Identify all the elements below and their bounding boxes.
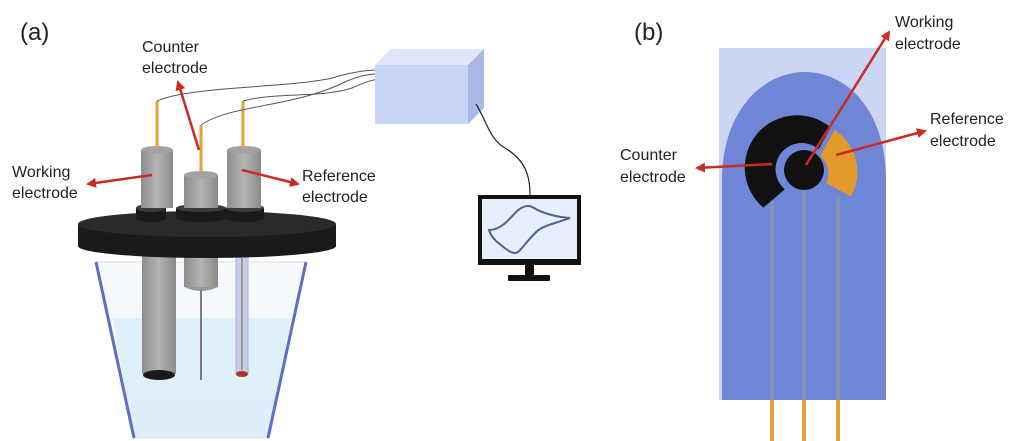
counter-electrode-body — [184, 254, 218, 380]
counter-arrow-b — [695, 162, 773, 173]
monitor-cable — [475, 103, 531, 196]
working-arrow-a — [86, 173, 153, 188]
panel-b: (b) Working electrode Reference — [620, 14, 1008, 441]
panel-a: (a) — [12, 19, 581, 439]
reference-electrode-tube — [235, 253, 249, 377]
reference-electrode-label-a: Reference electrode — [302, 168, 380, 206]
connection-wires — [156, 69, 381, 126]
reference-arrow-b — [835, 128, 927, 157]
working-electrode-label-a: Working electrode — [12, 164, 78, 202]
working-electrode-rod — [142, 254, 176, 380]
electrode-leads — [155, 101, 245, 172]
conductive-tracks — [770, 190, 840, 400]
counter-arrow-a — [175, 80, 201, 151]
panel-b-label: (b) — [634, 19, 663, 46]
reference-electrode-label-b: Reference electrode — [930, 111, 1008, 150]
counter-electrode-arc — [744, 115, 831, 208]
counter-electrode-label-b: Counter electrode — [620, 147, 686, 186]
monitor — [478, 195, 581, 281]
potentiostat-box — [375, 49, 484, 124]
reference-electrode-body — [227, 146, 261, 208]
reference-electrode-segment — [820, 129, 858, 197]
cyclic-voltammogram-curve — [487, 204, 571, 254]
connector-pins — [770, 400, 840, 441]
working-electrode-label-b: Working electrode — [895, 14, 961, 53]
counter-electrode-label-a: Counter electrode — [142, 39, 208, 77]
working-electrode-body — [141, 146, 173, 208]
reference-arrow-a — [241, 168, 300, 187]
working-electrode-disk — [784, 150, 824, 190]
panel-a-label: (a) — [20, 19, 49, 46]
working-arrow-b — [804, 30, 891, 166]
counter-electrode-top — [184, 171, 218, 208]
